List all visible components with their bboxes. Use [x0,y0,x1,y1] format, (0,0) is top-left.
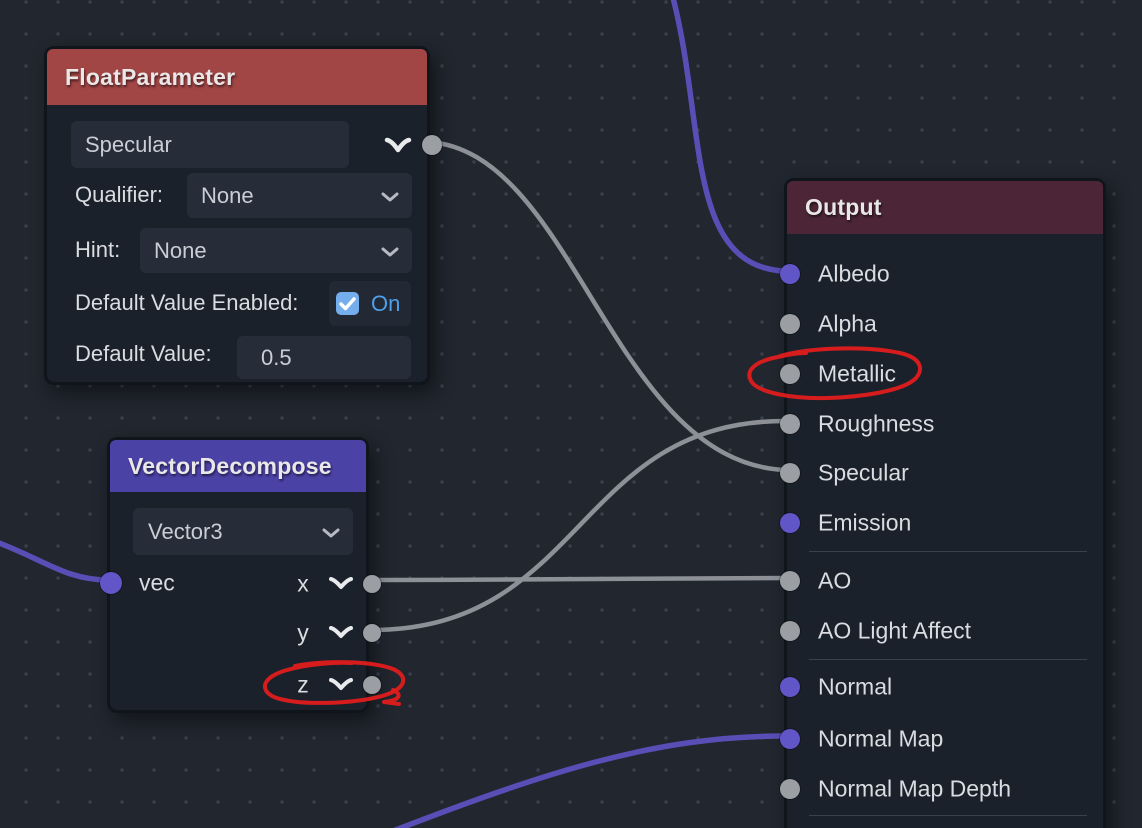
output-row-label: Normal [818,673,893,700]
float-parameter-header[interactable]: FloatParameter [47,49,427,105]
vector-decompose-header[interactable]: VectorDecompose [110,440,366,492]
output-row-label: Specular [818,459,909,486]
qualifier-dropdown[interactable]: None [187,173,412,218]
port-ao-light-affect[interactable] [780,621,800,641]
annotation-circle-z [262,660,406,705]
output-y-label: y [297,619,309,646]
row-separator [809,659,1087,660]
default-value-input[interactable]: 0.5 [237,336,411,379]
node-float-parameter[interactable]: FloatParameter Specular Qualifier: None … [44,46,442,385]
chevron-down-icon [381,238,399,264]
port-metallic[interactable] [780,364,800,384]
wire-floatparameter-to-specular[interactable] [426,139,788,473]
output-row-label: Normal Map [818,725,944,752]
chevron-down-icon [322,519,340,545]
qualifier-label: Qualifier: [75,182,164,207]
hint-label: Hint: [75,237,121,262]
port-roughness[interactable] [780,414,800,434]
qualifier-value: None [201,182,254,208]
port-ao[interactable] [780,571,800,591]
default-value-enabled-checkbox[interactable] [336,292,359,315]
output-header[interactable]: Output [787,181,1103,234]
x-output-port[interactable] [363,575,381,593]
y-output-port[interactable] [363,624,381,642]
node-title: FloatParameter [65,63,236,90]
output-row-label: Normal Map Depth [818,775,1012,802]
wire-x-to-ao[interactable] [368,575,788,583]
collapse-chevron-icon[interactable] [383,137,413,159]
port-normal-map[interactable] [780,729,800,749]
wire-offscreen-bottom-to-normal-map[interactable] [380,733,787,828]
vec-input-label: vec [139,569,175,596]
checkbox-state-label: On [371,291,401,316]
node-vector-decompose[interactable]: VectorDecompose Vector3 vec x y z [100,437,381,713]
port-emission[interactable] [780,513,800,533]
output-row-label: Emission [818,509,912,536]
hint-value: None [154,237,207,263]
node-title: Output [805,194,882,220]
vec-input-port[interactable] [100,572,122,594]
output-row-label: Alpha [818,310,877,337]
float-parameter-output-port[interactable] [422,135,442,155]
output-row-label: Metallic [818,360,896,387]
output-row-label: Albedo [818,260,890,287]
port-alpha[interactable] [780,314,800,334]
z-chevron-icon[interactable] [328,677,354,697]
output-z-label: z [297,671,309,698]
port-normal[interactable] [780,677,800,697]
parameter-name-input[interactable]: Specular [71,121,349,168]
annotation-circle-z-tail [382,688,401,706]
row-separator [809,815,1087,816]
port-albedo[interactable] [780,264,800,284]
default-value-enabled-label: Default Value Enabled: [75,290,299,315]
vector-type-value: Vector3 [148,518,223,544]
output-x-label: x [297,570,309,597]
z-output-port[interactable] [363,676,381,694]
wire-y-to-roughness[interactable] [368,418,788,633]
y-chevron-icon[interactable] [328,625,354,645]
node-output[interactable]: Output Albedo Alpha Metallic Roughness S… [780,178,1106,828]
output-row-label: AO Light Affect [818,617,972,644]
wire-offscreen-left-to-vec[interactable] [0,540,111,583]
hint-dropdown[interactable]: None [140,228,412,273]
x-chevron-icon[interactable] [328,576,354,596]
node-title: VectorDecompose [128,452,332,479]
output-row-label: Roughness [818,410,935,437]
wire-offscreen-top-to-albedo[interactable] [670,0,787,274]
port-specular[interactable] [780,463,800,483]
default-value-label: Default Value: [75,341,212,366]
vector-type-dropdown[interactable]: Vector3 [133,508,353,555]
row-separator [809,551,1087,552]
port-normal-map-depth[interactable] [780,779,800,799]
chevron-down-icon [381,183,399,209]
output-row-label: AO [818,567,852,594]
annotation-circle-metallic [747,346,922,401]
